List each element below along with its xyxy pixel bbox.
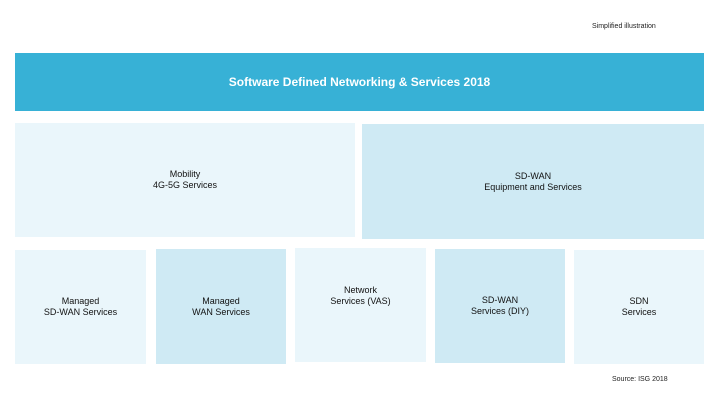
box-label-line2: SD-WAN Services: [43, 307, 118, 317]
sdwan-equipment-box: SD-WAN Equipment and Services: [362, 124, 704, 239]
managed-sdwan-services-box: Managed SD-WAN Services: [15, 250, 146, 364]
managed-wan-services-box: Managed WAN Services: [156, 249, 286, 364]
box-label-line2: Equipment and Services: [484, 181, 582, 192]
box-label-line1: SD-WAN: [514, 170, 552, 181]
sdn-services-box: SDN Services: [574, 250, 704, 364]
source-note: Source: ISG 2018: [612, 376, 668, 383]
illustration-note: Simplified illustration: [592, 23, 656, 30]
box-label-line1: Managed: [202, 295, 240, 306]
sdwan-diy-services-box: SD-WAN Services (DIY): [435, 249, 565, 363]
box-label-line1: SD-WAN: [481, 295, 519, 305]
box-label-line2: Services (VAS): [330, 296, 391, 306]
box-label-line1: SDN: [629, 296, 649, 306]
mobility-services-box: Mobility 4G-5G Services: [15, 123, 355, 237]
box-label-line1: Managed: [61, 296, 100, 306]
box-label-line2: 4G-5G Services: [152, 180, 218, 190]
box-label-line1: Mobility: [169, 169, 201, 179]
box-label-line2: Services: [621, 307, 657, 317]
box-label-line1: Network: [343, 285, 377, 295]
network-services-box: Network Services (VAS): [295, 248, 426, 362]
diagram-title: Software Defined Networking & Services 2…: [228, 75, 491, 89]
box-label-line2: WAN Services: [192, 306, 250, 317]
box-label-line2: Services (DIY): [470, 306, 529, 316]
diagram-title-banner: Software Defined Networking & Services 2…: [15, 53, 704, 111]
